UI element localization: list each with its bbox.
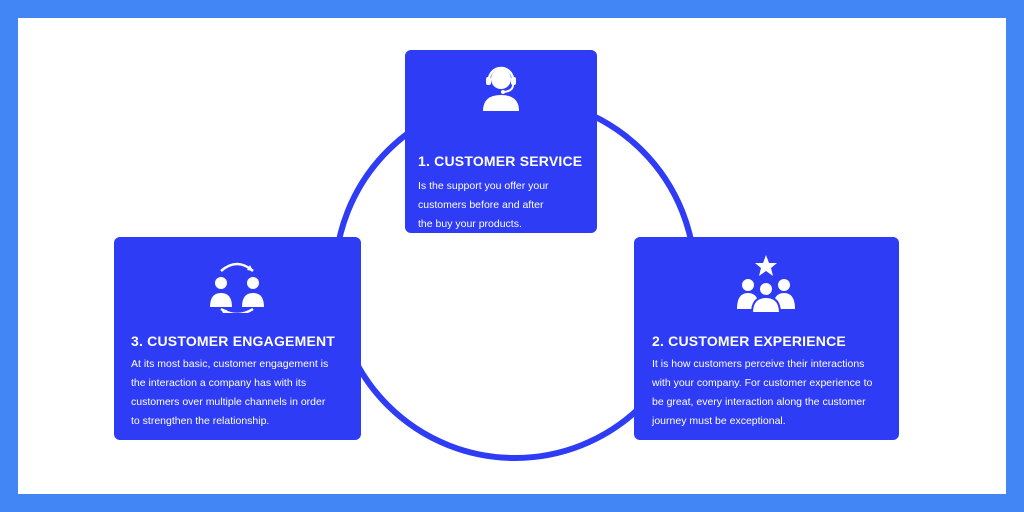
people-exchange-icon bbox=[207, 257, 267, 316]
diagram-canvas: 1. CUSTOMER SERVICE Is the support you o… bbox=[18, 18, 1006, 494]
card-title: 3. CUSTOMER ENGAGEMENT bbox=[131, 333, 336, 349]
card-customer-experience: 2. CUSTOMER EXPERIENCE It is how custome… bbox=[634, 237, 899, 440]
description-line: customers over multiple channels in orde… bbox=[131, 396, 326, 408]
description-line: the interaction a company has with its bbox=[131, 377, 307, 389]
card-customer-engagement: 3. CUSTOMER ENGAGEMENT At its most basic… bbox=[114, 237, 361, 440]
headset-agent-icon bbox=[479, 64, 523, 112]
card-customer-service: 1. CUSTOMER SERVICE Is the support you o… bbox=[405, 50, 597, 233]
card-title: 2. CUSTOMER EXPERIENCE bbox=[652, 333, 846, 349]
card-description: At its most basic, customer engagement i… bbox=[131, 355, 328, 431]
description-line: customers before and after bbox=[418, 199, 544, 211]
description-line: to strengthen the relationship. bbox=[131, 415, 270, 427]
description-line: be great, every interaction along the cu… bbox=[652, 396, 866, 408]
card-description: It is how customers perceive their inter… bbox=[652, 355, 872, 431]
group-star-icon bbox=[731, 253, 801, 314]
description-line: journey must be exceptional. bbox=[652, 415, 786, 427]
description-line: with your company. For customer experien… bbox=[652, 377, 873, 389]
card-title: 1. CUSTOMER SERVICE bbox=[418, 153, 583, 169]
card-description: Is the support you offer your customers … bbox=[418, 177, 549, 234]
description-line: Is the support you offer your bbox=[418, 180, 549, 192]
description-line: At its most basic, customer engagement i… bbox=[131, 358, 329, 370]
description-line: It is how customers perceive their inter… bbox=[652, 358, 865, 370]
description-line: the buy your products. bbox=[418, 218, 522, 230]
